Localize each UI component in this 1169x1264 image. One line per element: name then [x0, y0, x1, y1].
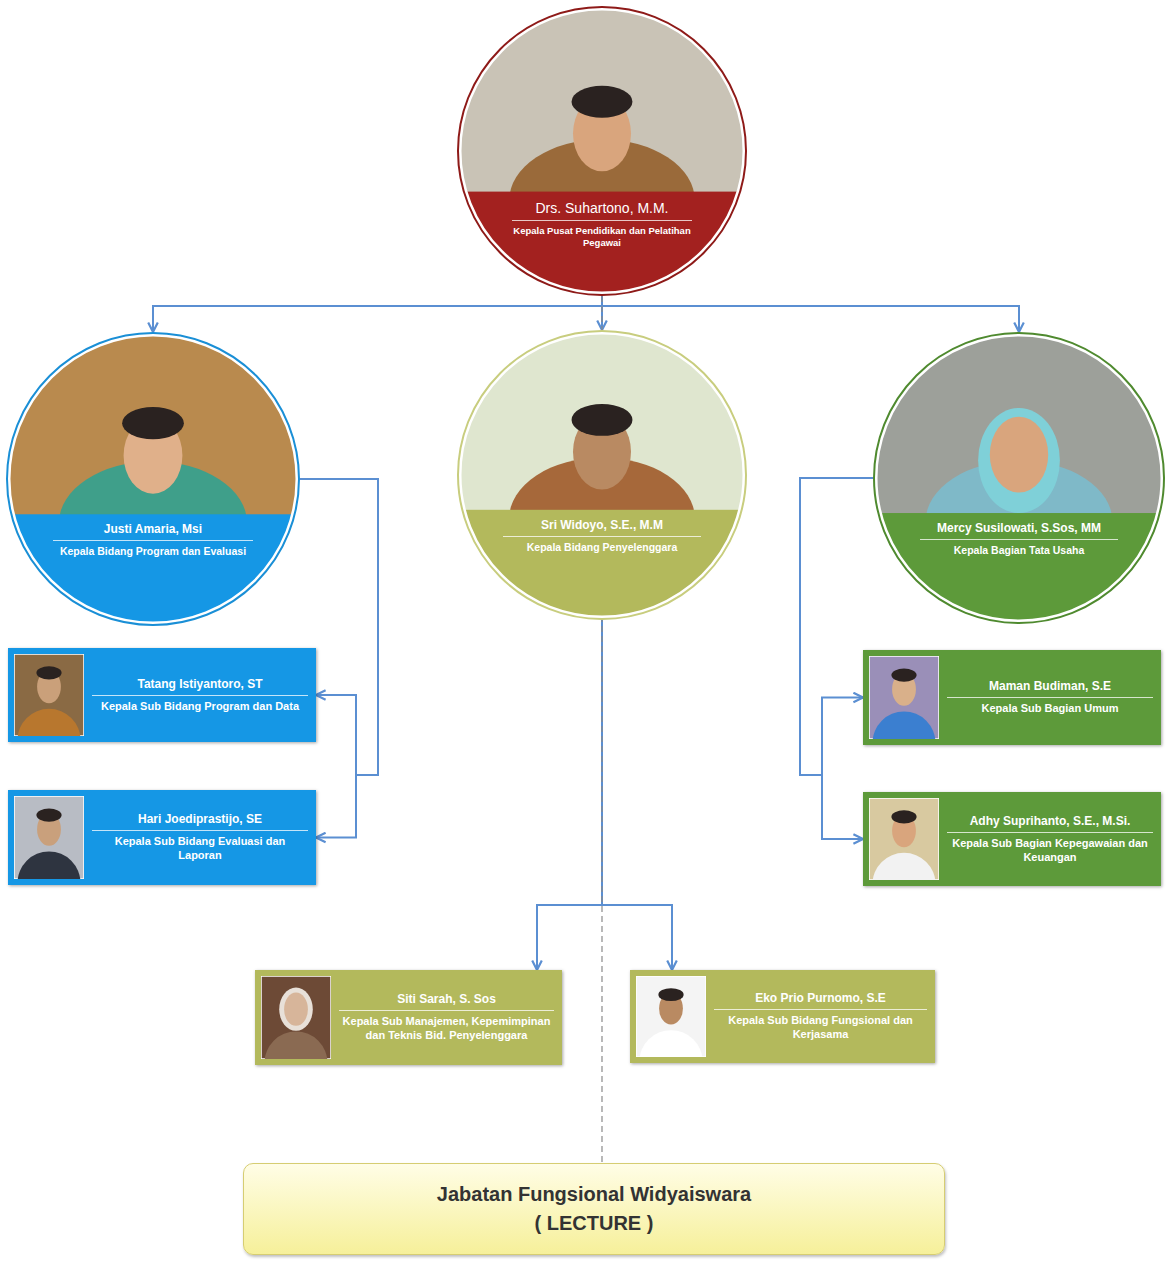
portrait-circle: [873, 332, 1165, 624]
person-name: Siti Sarah, S. Sos: [339, 992, 554, 1011]
person-name: Eko Prio Purnomo, S.E: [714, 991, 927, 1010]
sub-unit-box: Eko Prio Purnomo, S.E Kepala Sub Bidang F…: [630, 970, 935, 1063]
person-name: Drs. Suhartono, M.M.: [512, 200, 692, 222]
circle-inner-ring: [460, 9, 744, 293]
circle-outer-ring: [458, 7, 746, 295]
node-text: Justi Amaria, MsiKepala Bidang Program d…: [53, 522, 253, 558]
name-band: [873, 513, 1165, 624]
portrait-photo: [457, 6, 747, 296]
person-scarf: [978, 408, 1060, 513]
node-text: Maman Budiman, S.E Kepala Sub Bagian Umum: [947, 673, 1153, 722]
job-title: Kepala Pusat Pendidikan dan Pelatihan Pe…: [512, 225, 692, 249]
division-circle: Justi Amaria, MsiKepala Bidang Program d…: [6, 332, 300, 626]
person-body: [18, 851, 81, 879]
portrait-photo: [14, 654, 84, 736]
name-band: [6, 514, 300, 626]
division-circle: Sri Widoyo, S.E., M.M Kepala Bidang Penye…: [457, 330, 747, 620]
person-name: Hari Joediprastijo, SE: [92, 812, 308, 831]
person-hair: [658, 988, 683, 1001]
person-body: [873, 853, 936, 880]
person-body: [265, 1031, 328, 1059]
portrait-photo: [869, 656, 939, 739]
portrait-photo: [457, 330, 747, 620]
node-text: Adhy Suprihanto, S.E., M.Si. Kepala Sub B…: [947, 808, 1153, 871]
name-band: [457, 510, 747, 620]
person-name: Mercy Susilowati, S.Sos, MM: [920, 521, 1119, 540]
job-title: Kepala Sub Bidang Program dan Data: [92, 700, 308, 714]
division-circle: Mercy Susilowati, S.Sos, MM Kepala Bagian…: [873, 332, 1165, 624]
person-hair: [36, 666, 61, 679]
circle-outer-ring: [458, 331, 746, 619]
photo-background: [873, 332, 1165, 624]
circle-outer-ring: [7, 333, 299, 625]
node-text: Drs. Suhartono, M.M. Kepala Pusat Pendidi…: [512, 200, 692, 249]
person-head: [284, 993, 308, 1026]
person-hair: [572, 86, 633, 118]
job-title: Kepala Sub Bagian Kepegawaian dan Keuang…: [947, 837, 1153, 865]
person-name: Justi Amaria, Msi: [53, 522, 253, 541]
sub-unit-box: Adhy Suprihanto, S.E., M.Si. Kepala Sub B…: [863, 792, 1161, 886]
connector-arrow: [602, 296, 1019, 332]
job-title: Kepala Sub Bagian Umum: [947, 702, 1153, 716]
photo-background: [6, 332, 300, 626]
portrait-circle: [457, 330, 747, 620]
name-band: [457, 192, 747, 296]
node-text: Hari Joediprastijo, SE Kepala Sub Bidang …: [92, 806, 308, 869]
portrait-photo: [873, 332, 1165, 624]
circle-inner-ring: [9, 335, 297, 623]
node-text: Sri Widoyo, S.E., M.M Kepala Bidang Penye…: [503, 518, 700, 554]
job-title: Kepala Bagian Tata Usaha: [920, 544, 1119, 557]
portrait-circle: [457, 6, 747, 296]
portrait-circle: [6, 332, 300, 626]
person-body: [640, 1030, 703, 1057]
banner-title: Jabatan Fungsional Widyaiswara: [437, 1180, 751, 1209]
circle-inner-ring: [876, 335, 1162, 621]
job-title: Kepala Sub Manajemen, Kepemimpinan dan T…: [339, 1015, 554, 1043]
connector-arrow: [153, 296, 602, 332]
portrait-photo: [636, 976, 706, 1057]
portrait-photo: [869, 798, 939, 880]
node-text: Tatang Istiyantoro, ST Kepala Sub Bidang …: [92, 671, 308, 720]
job-title: Kepala Bidang Penyelenggara: [503, 541, 700, 554]
portrait-photo: [6, 332, 300, 626]
person-name: Sri Widoyo, S.E., M.M: [503, 518, 700, 537]
sub-unit-box: Maman Budiman, S.E Kepala Sub Bagian Umum: [863, 650, 1161, 745]
sub-unit-box: Siti Sarah, S. SosKepala Sub Manajemen, …: [255, 970, 562, 1065]
connector-arrow: [537, 620, 602, 970]
portrait-photo: [14, 796, 84, 879]
job-title: Kepala Sub Bidang Evaluasi dan Laporan: [92, 835, 308, 863]
connector-arrow: [602, 620, 672, 970]
portrait-photo: [261, 976, 331, 1059]
person-hair: [36, 808, 61, 821]
person-hair: [891, 668, 916, 681]
sub-unit-box: Hari Joediprastijo, SE Kepala Sub Bidang …: [8, 790, 316, 885]
sub-unit-box: Tatang Istiyantoro, ST Kepala Sub Bidang …: [8, 648, 316, 742]
circle-outer-ring: [874, 333, 1164, 623]
job-title: Kepala Sub Bidang Fungsional dan Kerjasa…: [714, 1014, 927, 1042]
head-circle: Drs. Suhartono, M.M. Kepala Pusat Pendidi…: [457, 6, 747, 296]
node-text: Jabatan Fungsional Widyaiswara( LECTURE …: [421, 1170, 767, 1248]
job-title: Kepala Bidang Program dan Evaluasi: [53, 545, 253, 558]
person-hair: [891, 810, 916, 823]
banner-subtitle: ( LECTURE ): [437, 1209, 751, 1238]
photo-background: [457, 6, 747, 296]
person-name: Tatang Istiyantoro, ST: [92, 677, 308, 696]
node-text: Eko Prio Purnomo, S.E Kepala Sub Bidang F…: [714, 985, 927, 1048]
person-scarf: [279, 988, 313, 1031]
person-name: Maman Budiman, S.E: [947, 679, 1153, 698]
node-text: Siti Sarah, S. SosKepala Sub Manajemen, …: [339, 986, 554, 1049]
person-hair: [122, 407, 184, 439]
functional-banner: Jabatan Fungsional Widyaiswara( LECTURE …: [243, 1163, 945, 1255]
person-body: [18, 709, 81, 736]
person-hair: [572, 404, 633, 436]
photo-background: [457, 330, 747, 620]
person-head: [990, 417, 1048, 493]
circle-inner-ring: [460, 333, 744, 617]
person-body: [873, 711, 936, 739]
node-text: Mercy Susilowati, S.Sos, MM Kepala Bagian…: [920, 521, 1119, 557]
person-name: Adhy Suprihanto, S.E., M.Si.: [947, 814, 1153, 833]
